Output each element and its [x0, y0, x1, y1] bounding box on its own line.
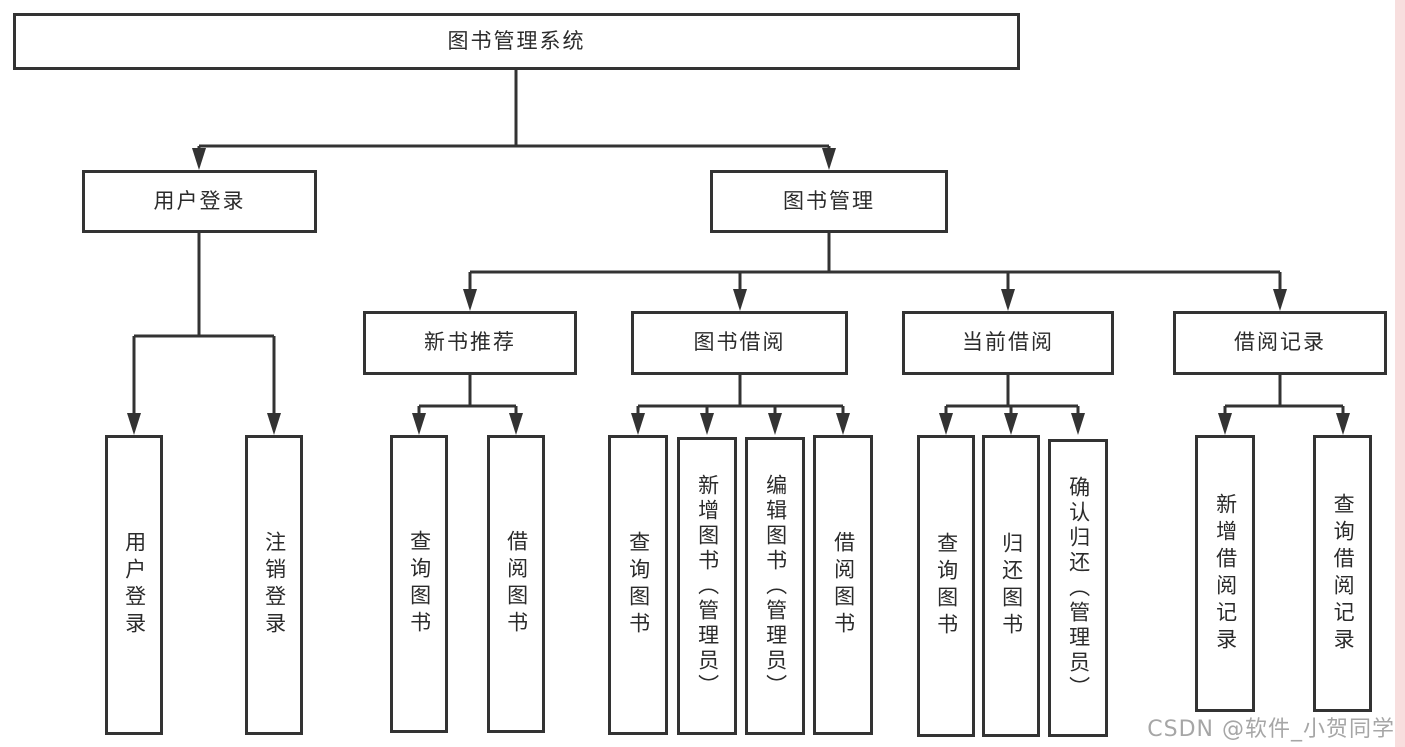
leaf-add-borrow-record-label: 新增借阅记录 — [1213, 492, 1238, 655]
leaf-user-login-box: 用户登录 — [105, 435, 163, 735]
leaf-query-book-3-box: 查询图书 — [917, 435, 975, 737]
leaf-borrow-book-1-box: 借阅图书 — [487, 435, 545, 733]
leaf-add-book-box: 新增图书（管理员） — [677, 437, 737, 735]
current-borrow-label: 当前借阅 — [962, 330, 1054, 355]
leaf-query-book-1-label: 查询图书 — [407, 530, 432, 638]
leaf-return-book-box: 归还图书 — [982, 435, 1040, 737]
leaf-query-borrow-record-box: 查询借阅记录 — [1313, 435, 1372, 712]
new-book-recommend-box: 新书推荐 — [363, 311, 577, 375]
book-management-box: 图书管理 — [710, 170, 948, 233]
csdn-watermark: CSDN @软件_小贺同学 — [1147, 717, 1395, 742]
leaf-edit-book-box: 编辑图书（管理员） — [745, 437, 805, 735]
leaf-logout-label: 注销登录 — [262, 531, 287, 639]
leaf-query-book-2-box: 查询图书 — [608, 435, 668, 735]
leaf-confirm-return-box: 确认归还（管理员） — [1048, 439, 1108, 737]
leaf-add-book-label: 新增图书（管理员） — [695, 473, 720, 699]
leaf-user-login-label: 用户登录 — [122, 531, 147, 639]
leaf-logout-box: 注销登录 — [245, 435, 303, 735]
leaf-query-book-1-box: 查询图书 — [390, 435, 448, 733]
leaf-borrow-book-2-box: 借阅图书 — [813, 435, 873, 735]
right-edge-strip — [1395, 0, 1405, 747]
new-book-recommend-label: 新书推荐 — [424, 330, 516, 355]
leaf-query-book-3-label: 查询图书 — [934, 532, 959, 640]
leaf-borrow-book-2-label: 借阅图书 — [831, 531, 856, 639]
arrow-heads — [127, 148, 1350, 435]
user-login-label: 用户登录 — [153, 188, 246, 213]
current-borrow-box: 当前借阅 — [902, 311, 1114, 375]
user-login-box: 用户登录 — [82, 170, 317, 233]
leaf-borrow-book-1-label: 借阅图书 — [504, 530, 529, 638]
book-management-label: 图书管理 — [783, 188, 875, 213]
leaf-return-book-label: 归还图书 — [999, 532, 1024, 640]
root-box: 图书管理系统 — [13, 13, 1020, 70]
leaf-confirm-return-label: 确认归还（管理员） — [1066, 475, 1091, 701]
leaf-edit-book-label: 编辑图书（管理员） — [763, 473, 788, 699]
book-borrow-box: 图书借阅 — [631, 311, 848, 375]
book-borrow-label: 图书借阅 — [693, 330, 786, 355]
root-label: 图书管理系统 — [447, 28, 586, 53]
borrow-record-box: 借阅记录 — [1173, 311, 1387, 375]
leaf-query-borrow-record-label: 查询借阅记录 — [1331, 492, 1356, 655]
borrow-record-label: 借阅记录 — [1234, 330, 1326, 355]
leaf-query-book-2-label: 查询图书 — [626, 531, 651, 639]
leaf-add-borrow-record-box: 新增借阅记录 — [1195, 435, 1255, 712]
